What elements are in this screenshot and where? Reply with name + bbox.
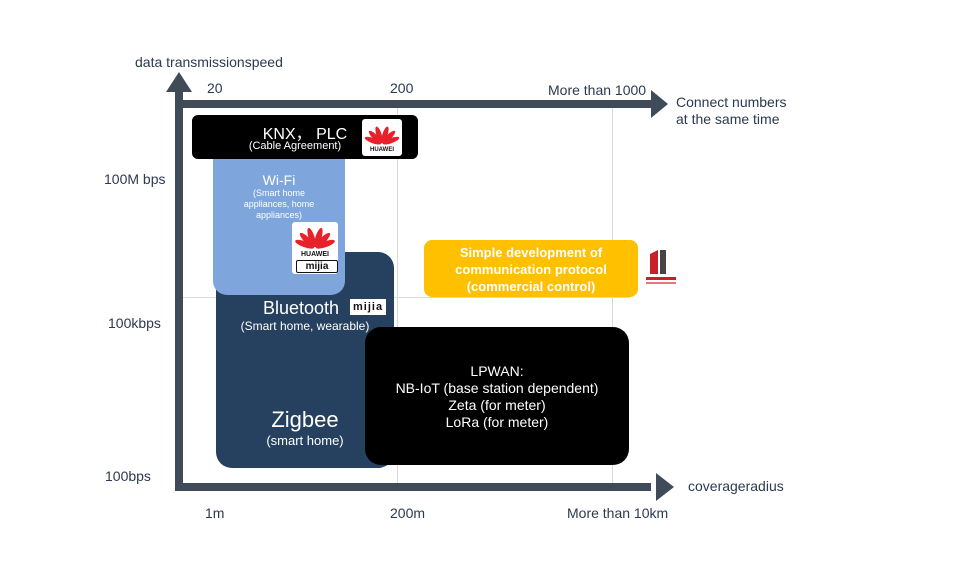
mijia-logo-text: mijia: [296, 260, 338, 273]
huawei-mijia-logo: HUAWEI mijia: [292, 222, 338, 274]
bottom-tick-200m: 200m: [390, 505, 426, 521]
x-axis-arrow: [656, 473, 674, 501]
top-axis-arrow: [651, 90, 668, 118]
lpwan-line3: Zeta (for meter): [448, 397, 546, 413]
zigbee-subtitle: (smart home): [266, 433, 344, 448]
huawei-logo-knx: HUAWEI: [362, 119, 402, 156]
y-axis-line: [175, 92, 183, 490]
lpwan-line4: LoRa (for meter): [445, 414, 549, 430]
y-axis-title: data transmissionspeed: [135, 54, 283, 70]
huawei-logo-text: HUAWEI: [301, 251, 329, 258]
lpwan-line1: LPWAN:: [470, 363, 524, 379]
huawei-flower-icon: [295, 227, 335, 249]
top-tick-200: 200: [390, 80, 414, 96]
x-axis-line: [175, 483, 651, 491]
top-axis-title-line1: Connect numbers: [676, 94, 787, 110]
commercial-control-box: [424, 240, 638, 297]
commercial-line1: Simple development of: [459, 245, 603, 260]
lpwan-line2: NB-IoT (base station dependent): [395, 380, 599, 396]
wifi-subtitle-line3: appliances): [255, 210, 303, 220]
commercial-line3: (commercial control): [466, 279, 596, 294]
y-axis-arrow: [166, 72, 192, 92]
top-tick-1000: More than 1000: [548, 82, 647, 98]
bottom-tick-10km: More than 10km: [567, 505, 669, 521]
top-tick-20: 20: [207, 80, 223, 96]
top-axis-title-line2: at the same time: [676, 111, 780, 127]
grid-line-vertical-1000: [612, 107, 613, 490]
lpwan-box: [365, 327, 629, 465]
left-tick-100kbps: 100kbps: [108, 315, 161, 331]
left-tick-100bps: 100bps: [105, 468, 151, 484]
wifi-subtitle-line1: (Smart home: [252, 188, 305, 198]
knx-title: KNX， PLC: [262, 126, 348, 143]
top-axis-line: [183, 100, 651, 108]
left-tick-100mbps: 100M bps: [104, 171, 166, 187]
bottom-tick-1m: 1m: [205, 505, 225, 521]
grid-line-horizontal-100kbps: [180, 297, 630, 298]
grid-line-vertical-200: [397, 107, 398, 490]
bluetooth-subtitle: (Smart home, wearable): [240, 319, 370, 333]
huawei-flower-icon: [364, 126, 400, 145]
x-axis-title: coverageradius: [688, 478, 784, 494]
huawei-logo-text: HUAWEI: [370, 147, 394, 153]
wifi-subtitle-line2: appliances, home: [243, 199, 315, 209]
knx-subtitle: (Cable Agreement): [248, 140, 342, 152]
zigbee-title: Zigbee: [271, 407, 339, 432]
wifi-title: Wi-Fi: [262, 172, 296, 188]
brand-logo-icon: [644, 248, 678, 288]
bluetooth-mijia-logo: mijia: [350, 299, 387, 315]
bluetooth-title: Bluetooth: [263, 298, 340, 318]
commercial-line2: communication protocol: [455, 262, 607, 277]
